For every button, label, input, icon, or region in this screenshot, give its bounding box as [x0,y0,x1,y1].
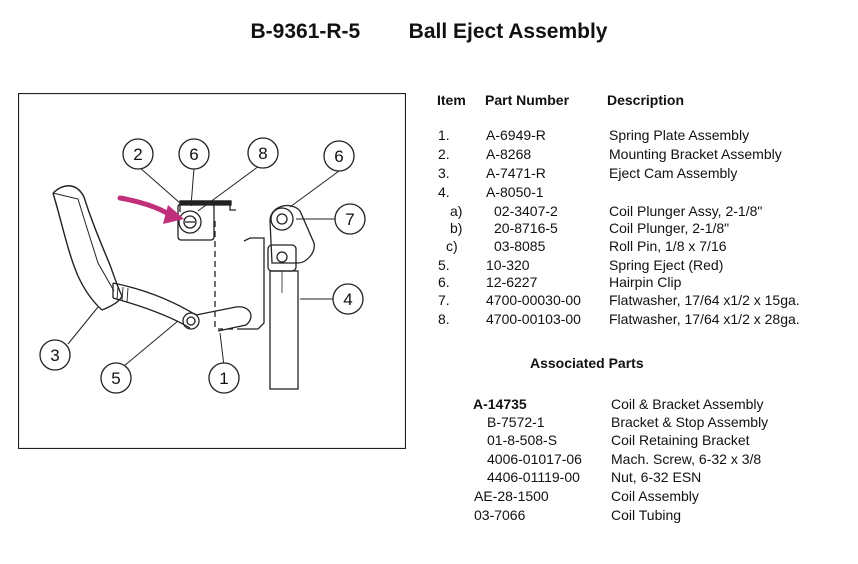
part-description: Flatwasher, 17/64 x1/2 x 28ga. [609,311,800,327]
callout-4: 4 [332,283,364,315]
item-number: 7. [438,292,450,308]
associated-description: Coil Tubing [611,507,682,523]
callout-8: 8 [247,137,279,169]
eject-spring [112,282,252,332]
svg-text:2: 2 [133,145,142,164]
associated-description: Bracket & Stop Assembly [611,414,769,430]
item-number: c) [446,238,458,254]
callout-1: 1 [208,362,240,394]
item-number: 6. [438,274,450,290]
part-description: Hairpin Clip [609,274,682,290]
svg-text:8: 8 [258,144,267,163]
part-description: Eject Cam Assembly [609,165,738,181]
callout-2: 2 [122,138,154,170]
page-title: B-9361-R-5 Ball Eject Assembly [0,20,858,44]
leader-lines [67,165,340,367]
part-number: 20-8716-5 [494,220,558,236]
highlight-arrow-icon [117,195,184,224]
item-number: b) [450,220,463,236]
header-item: Item [437,92,466,108]
part-number: 12-6227 [486,274,538,290]
associated-part-number: 01-8-508-S [487,432,558,448]
header-part-number: Part Number [485,92,570,108]
part-description: Flatwasher, 17/64 x1/2 x 15ga. [609,292,800,308]
part-number: A-8050-1 [486,184,544,200]
svg-text:6: 6 [189,145,198,164]
assembly-number: B-9361-R-5 [250,20,361,43]
callout-5: 5 [100,362,132,394]
part-number: A-7471-R [486,165,546,181]
callout-3: 3 [39,339,71,371]
part-description: Coil Plunger Assy, 2-1/8" [609,203,763,219]
part-number: A-8268 [486,146,532,162]
associated-part-number: B-7572-1 [487,414,545,430]
item-number: 1. [438,127,450,143]
associated-description: Coil & Bracket Assembly [611,396,764,412]
svg-text:6: 6 [334,147,343,166]
item-number: a) [450,203,463,219]
associated-description: Coil Assembly [611,488,699,504]
associated-description: Coil Retaining Bracket [611,432,750,448]
item-number: 2. [438,146,450,162]
svg-text:5: 5 [111,369,120,388]
eject-cam [52,185,123,311]
associated-description: Mach. Screw, 6-32 x 3/8 [611,451,762,467]
associated-part-number: 03-7066 [474,507,526,523]
part-number: 02-3407-2 [494,203,558,219]
item-number: 5. [438,257,450,273]
assembly-name: Ball Eject Assembly [408,20,608,43]
part-description: Roll Pin, 1/8 x 7/16 [609,238,727,254]
part-description: Mounting Bracket Assembly [609,146,782,162]
svg-text:1: 1 [219,369,228,388]
item-number: 4. [438,184,450,200]
svg-text:7: 7 [345,210,354,229]
svg-text:4: 4 [343,290,352,309]
part-number: 4700-00103-00 [486,311,581,327]
coil-plunger [267,204,315,390]
part-number: 4700-00030-00 [486,292,581,308]
callout-7: 7 [334,203,366,235]
item-number: 3. [438,165,450,181]
part-description: Spring Eject (Red) [609,257,724,273]
associated-part-number: 4006-01017-06 [487,451,582,467]
callout-6-right: 6 [323,140,355,172]
part-number: A-6949-R [486,127,546,143]
associated-part-number: 4406-01119-00 [487,469,580,485]
associated-description: Nut, 6-32 ESN [611,469,702,485]
associated-parts-title: Associated Parts [530,355,644,371]
part-description: Spring Plate Assembly [609,127,750,143]
part-number: 03-8085 [494,238,546,254]
header-description: Description [607,92,685,108]
associated-part-number: A-14735 [473,396,527,412]
assembly-diagram: 2 6 8 6 7 4 3 5 1 [18,93,406,449]
part-description: Coil Plunger, 2-1/8" [609,220,730,236]
diagram-frame [18,93,406,449]
part-number: 10-320 [486,257,530,273]
mounting-bracket [177,200,232,241]
callout-6-left: 6 [178,138,210,170]
associated-part-number: AE-28-1500 [474,488,549,504]
item-number: 8. [438,311,450,327]
svg-text:3: 3 [50,346,59,365]
